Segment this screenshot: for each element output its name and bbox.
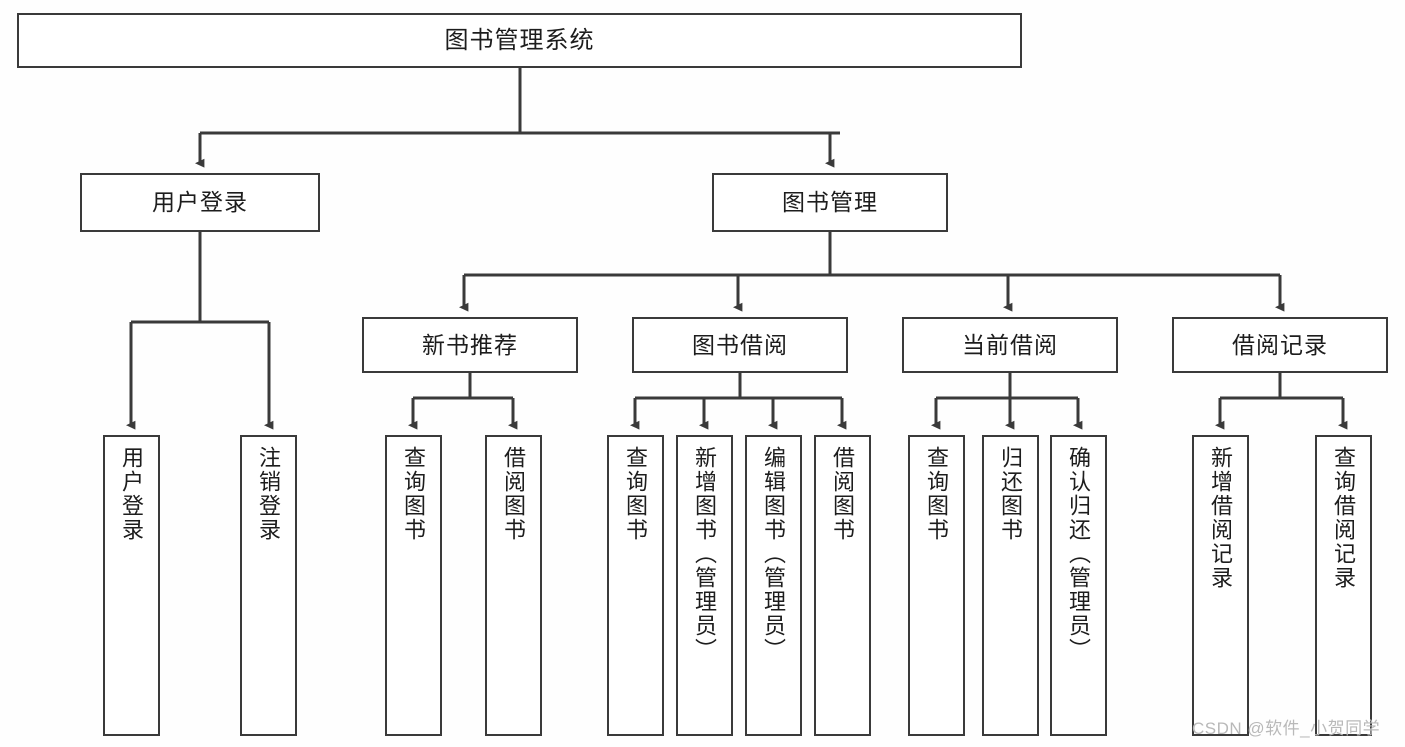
leaf-edit-book-admin-label: 编辑图书（管理员）	[761, 446, 787, 662]
node-user-login[interactable]: 用户登录	[80, 173, 320, 232]
node-current-borrow-label: 当前借阅	[962, 331, 1058, 358]
leaf-borrow-book[interactable]: 借阅图书	[814, 435, 871, 736]
leaf-user-login[interactable]: 用户登录	[103, 435, 160, 736]
leaf-query-book-current[interactable]: 查询图书	[908, 435, 965, 736]
leaf-user-logout[interactable]: 注销登录	[240, 435, 297, 736]
leaf-add-borrow-record-label: 新增借阅记录	[1208, 446, 1234, 590]
node-book-management[interactable]: 图书管理	[712, 173, 948, 232]
leaf-add-book-admin-label: 新增图书（管理员）	[692, 446, 718, 662]
leaf-add-book-admin[interactable]: 新增图书（管理员）	[676, 435, 733, 736]
leaf-add-borrow-record[interactable]: 新增借阅记录	[1192, 435, 1249, 736]
leaf-user-logout-label: 注销登录	[256, 446, 282, 542]
leaf-query-borrow-record-label: 查询借阅记录	[1331, 446, 1357, 590]
leaf-borrow-book-recommend-label: 借阅图书	[501, 446, 527, 542]
leaf-user-login-label: 用户登录	[119, 446, 145, 542]
leaf-query-book[interactable]: 查询图书	[607, 435, 664, 736]
leaf-query-borrow-record[interactable]: 查询借阅记录	[1315, 435, 1372, 736]
leaf-borrow-book-label: 借阅图书	[830, 446, 856, 542]
leaf-return-book[interactable]: 归还图书	[982, 435, 1039, 736]
node-user-login-label: 用户登录	[152, 189, 248, 216]
leaf-query-book-recommend[interactable]: 查询图书	[385, 435, 442, 736]
node-borrow-record[interactable]: 借阅记录	[1172, 317, 1388, 373]
leaf-confirm-return-admin-label: 确认归还（管理员）	[1066, 446, 1092, 662]
leaf-borrow-book-recommend[interactable]: 借阅图书	[485, 435, 542, 736]
leaf-confirm-return-admin[interactable]: 确认归还（管理员）	[1050, 435, 1107, 736]
node-borrow-record-label: 借阅记录	[1232, 331, 1328, 358]
leaf-query-book-recommend-label: 查询图书	[401, 446, 427, 542]
node-new-book-recommend-label: 新书推荐	[422, 331, 518, 358]
leaf-edit-book-admin[interactable]: 编辑图书（管理员）	[745, 435, 802, 736]
node-book-management-label: 图书管理	[782, 189, 878, 216]
node-book-borrow[interactable]: 图书借阅	[632, 317, 848, 373]
node-book-borrow-label: 图书借阅	[692, 331, 788, 358]
node-root-label: 图书管理系统	[444, 26, 595, 54]
leaf-return-book-label: 归还图书	[998, 446, 1024, 542]
node-root[interactable]: 图书管理系统	[17, 13, 1022, 68]
leaf-query-book-label: 查询图书	[623, 446, 649, 542]
csdn-watermark: CSDN @软件_小贺同学	[1192, 719, 1381, 738]
leaf-query-book-current-label: 查询图书	[924, 446, 950, 542]
node-new-book-recommend[interactable]: 新书推荐	[362, 317, 578, 373]
node-current-borrow[interactable]: 当前借阅	[902, 317, 1118, 373]
